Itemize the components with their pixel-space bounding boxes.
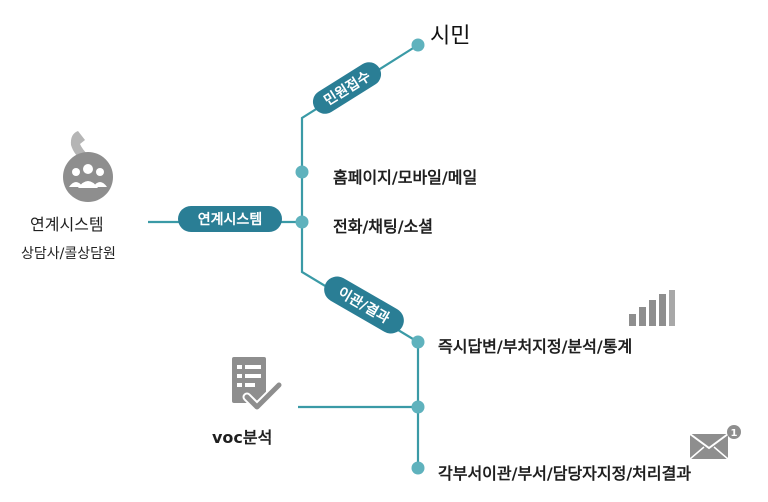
output-transfer-label: 각부서이관/부서/담당자지정/처리결과 xyxy=(438,464,692,483)
phone-people-icon xyxy=(63,131,113,202)
connector-lines xyxy=(148,44,420,468)
agents-label: 상담사/콜상담원 xyxy=(21,246,116,262)
checklist-icon xyxy=(232,357,284,412)
pill-complaint-intake: 민원접수 xyxy=(312,62,382,114)
output-realtime-label: 즉시답변/부처지정/분석/통계 xyxy=(438,337,633,356)
node-transfer xyxy=(411,461,425,475)
node-citizen xyxy=(411,38,425,52)
nodes xyxy=(295,38,425,475)
signal-bars-icon xyxy=(629,290,675,326)
citizen-label: 시민 xyxy=(430,24,471,49)
node-realtime xyxy=(411,335,425,349)
channel-phone-label: 전화/채팅/소셜 xyxy=(333,217,434,236)
node-voc xyxy=(411,400,425,414)
pill-linked-system: 연계시스템 xyxy=(178,206,282,232)
pill-linked-system-text: 연계시스템 xyxy=(198,211,262,228)
channel-web-label: 홈페이지/모바일/메일 xyxy=(333,168,478,187)
linked-system-label: 연계시스템 xyxy=(30,215,104,234)
pill-transfer-result: 이관/결과 xyxy=(324,276,404,334)
node-web xyxy=(295,165,309,179)
mail-count-text: 1 xyxy=(731,428,738,439)
output-voc-label: voc분석 xyxy=(212,428,273,447)
line-transfer-branch xyxy=(300,222,420,468)
mail-icon: 1 xyxy=(689,425,741,460)
mail-count-badge xyxy=(727,425,741,439)
node-phone xyxy=(295,215,309,229)
